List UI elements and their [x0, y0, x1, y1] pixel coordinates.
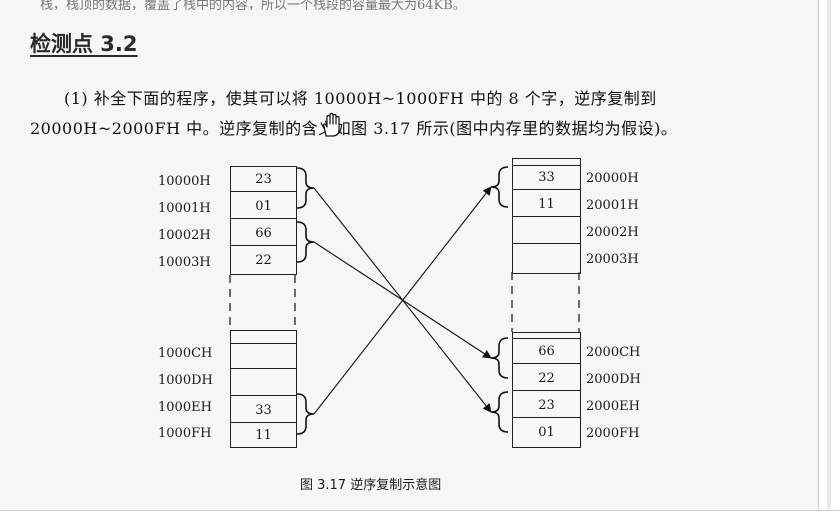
reverse-copy-diagram — [229, 166, 580, 435]
section-heading: 检测点 3.2 — [30, 32, 138, 56]
memory-address: 1000FH — [158, 426, 212, 441]
memory-address: 1000CH — [158, 346, 213, 361]
right-brace-1 — [490, 166, 509, 208]
memory-cell: 01 — [231, 194, 296, 219]
right-memory-top: 33 11 — [512, 158, 581, 274]
memory-address: 20002H — [586, 225, 639, 240]
memory-address: 20001H — [586, 198, 639, 213]
left-brace-3 — [296, 393, 315, 435]
left-brace-2 — [296, 221, 315, 263]
paragraph-line-2: 20000H~2000FH 中。逆序复制的含义如图 3.17 所示(图中内存里的… — [30, 119, 678, 138]
memory-cell: 01 — [538, 425, 555, 440]
left-memory-top: 23 01 66 22 — [230, 166, 297, 275]
viewer-right-edge — [818, 0, 840, 518]
memory-cell: 66 — [513, 339, 580, 364]
memory-address: 20000H — [586, 171, 639, 186]
memory-cell: 22 — [513, 366, 580, 391]
memory-cell-spacer — [231, 331, 296, 344]
memory-address: 10003H — [158, 255, 211, 270]
memory-address: 10000H — [158, 174, 211, 189]
memory-cell: 66 — [231, 221, 296, 246]
memory-cell: 33 — [231, 398, 296, 423]
right-brace-3 — [490, 391, 509, 433]
memory-cell — [231, 344, 296, 369]
memory-address: 1000DH — [158, 373, 213, 388]
memory-address: 10002H — [158, 228, 211, 243]
memory-address: 10001H — [158, 201, 211, 216]
left-memory-bottom: 33 11 — [230, 330, 297, 448]
memory-cell: 11 — [513, 192, 580, 217]
memory-cell: 22 — [255, 253, 272, 268]
left-brace-1 — [296, 167, 315, 209]
hand-cursor-icon — [323, 112, 340, 137]
memory-address: 20003H — [586, 252, 639, 267]
viewer-bottom-edge — [0, 510, 840, 519]
memory-address: 2000EH — [586, 399, 640, 414]
memory-cell — [513, 246, 580, 271]
right-brace-2 — [490, 337, 509, 379]
book-page: 栈，栈顶的数据，覆盖了栈中的内容，所以一个栈段的容量最大为64KB。 检测点 3… — [0, 0, 818, 510]
memory-cell-spacer — [513, 333, 580, 339]
memory-cell: 33 — [513, 165, 580, 190]
memory-address: 2000CH — [586, 345, 641, 360]
paragraph-line-1: (1) 补全下面的程序，使其可以将 10000H~1000FH 中的 8 个字，… — [64, 89, 657, 108]
memory-cell — [513, 219, 580, 244]
memory-cell — [231, 371, 296, 396]
right-memory-bottom: 66 22 23 01 — [512, 332, 581, 448]
memory-address: 1000EH — [158, 400, 212, 415]
cut-off-top-text: 栈，栈顶的数据，覆盖了栈中的内容，所以一个栈段的容量最大为64KB。 — [40, 0, 466, 10]
figure-caption: 图 3.17 逆序复制示意图 — [300, 478, 442, 493]
exercise-paragraph: (1) 补全下面的程序，使其可以将 10000H~1000FH 中的 8 个字，… — [30, 84, 770, 144]
memory-address: 2000FH — [586, 426, 640, 441]
memory-cell: 11 — [255, 428, 272, 443]
memory-address: 2000DH — [586, 372, 641, 387]
memory-cell: 23 — [231, 167, 296, 192]
memory-cell: 23 — [513, 393, 580, 418]
